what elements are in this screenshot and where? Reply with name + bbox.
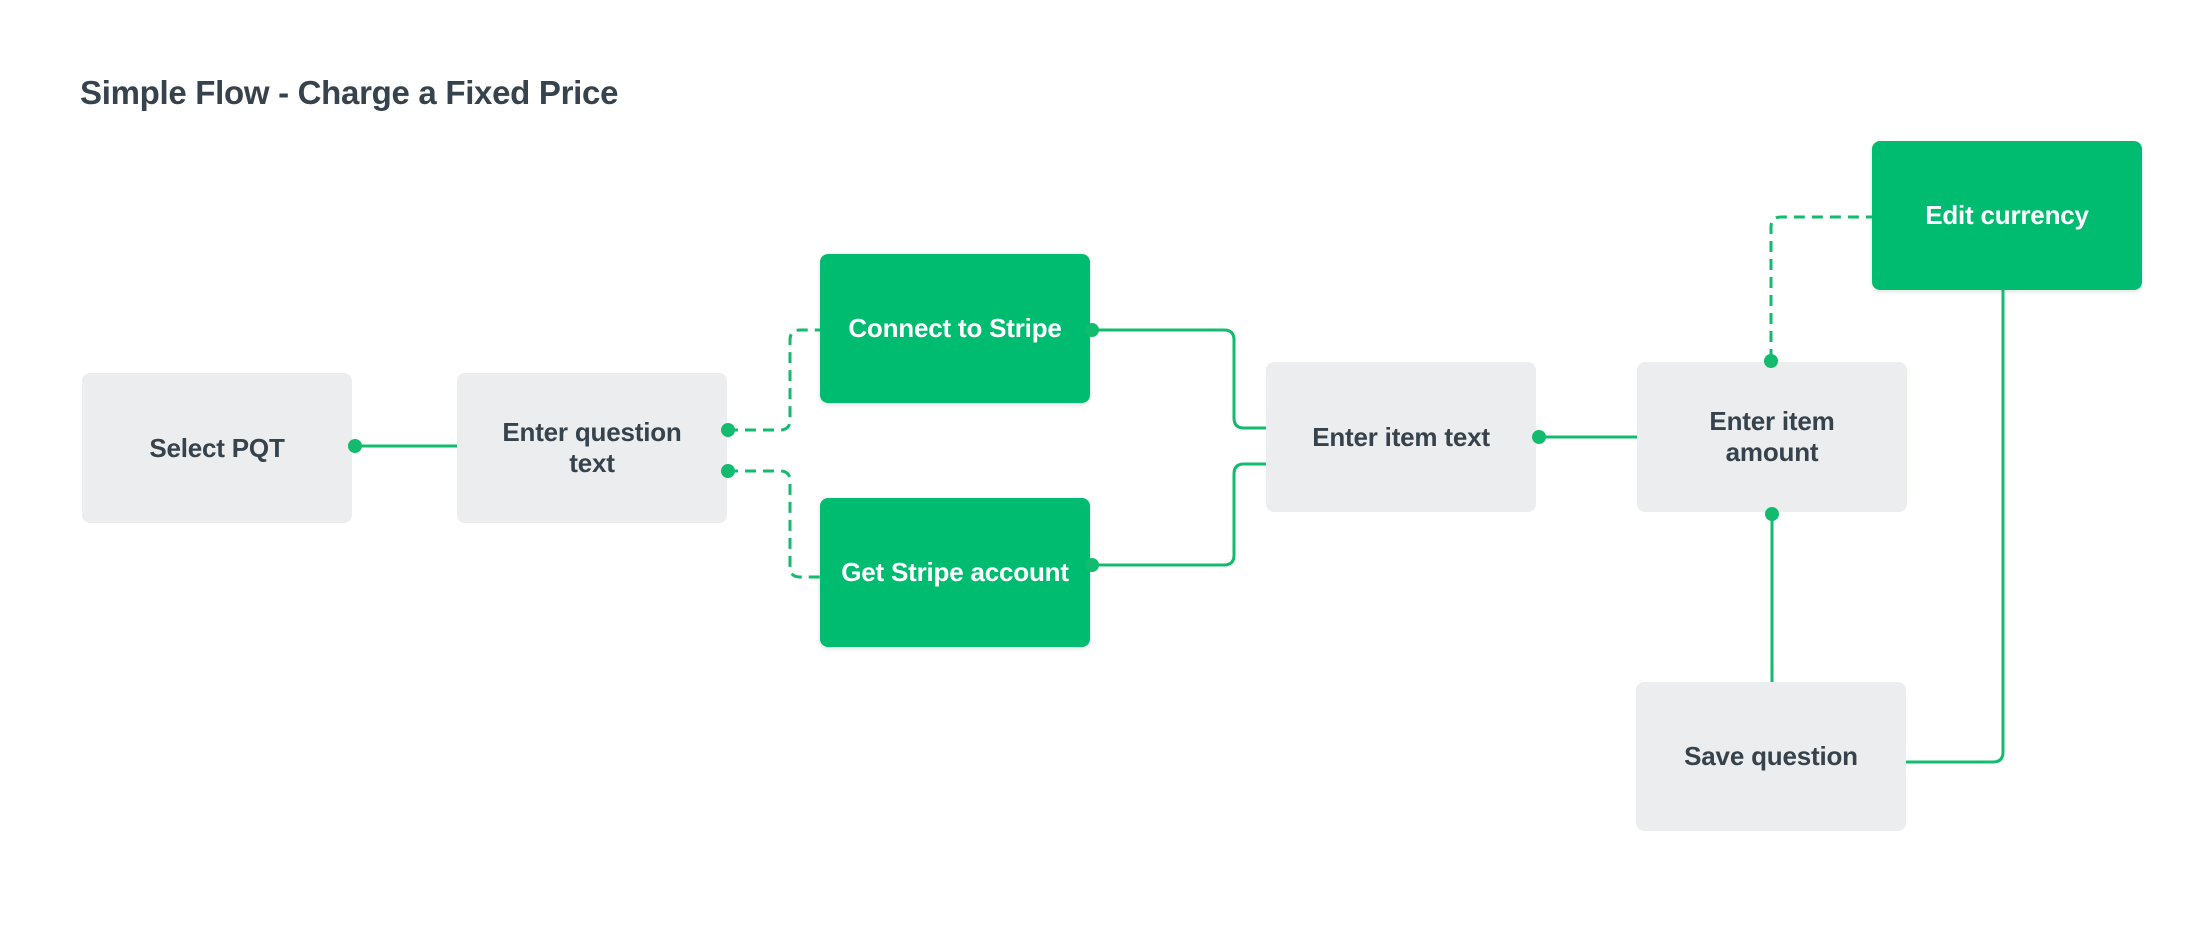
page-title: Simple Flow - Charge a Fixed Price bbox=[80, 74, 619, 111]
edge-get-stripe-account-to-enter-item-text bbox=[1090, 462, 1266, 567]
node-label-save-question: Save question bbox=[1684, 741, 1858, 771]
node-label-edit-currency: Edit currency bbox=[1925, 200, 2089, 230]
node-label-enter-item-text: Enter item text bbox=[1312, 421, 1490, 452]
node-select-pqt[interactable]: Select PQT bbox=[82, 373, 352, 523]
edge-edit-currency-to-save-question bbox=[1906, 290, 2005, 764]
node-save-question[interactable]: Save question bbox=[1636, 682, 1906, 831]
edge-enter-item-amount-to-edit-currency bbox=[1769, 215, 1872, 360]
node-connect-to-stripe[interactable]: Connect to Stripe bbox=[820, 254, 1090, 403]
edge-connect-to-stripe-to-enter-item-text bbox=[1090, 328, 1266, 430]
node-get-stripe-account[interactable]: Get Stripe account bbox=[820, 498, 1090, 647]
node-label-get-stripe-account: Get Stripe account bbox=[841, 557, 1069, 587]
edge-enter-question-text-to-get-stripe-account bbox=[727, 469, 820, 579]
edge-enter-question-text-to-connect-to-stripe bbox=[727, 328, 820, 432]
node-label-connect-to-stripe: Connect to Stripe bbox=[848, 313, 1062, 343]
node-enter-item-text[interactable]: Enter item text bbox=[1266, 362, 1536, 512]
node-edit-currency[interactable]: Edit currency bbox=[1872, 141, 2142, 290]
node-label-select-pqt: Select PQT bbox=[149, 432, 285, 463]
